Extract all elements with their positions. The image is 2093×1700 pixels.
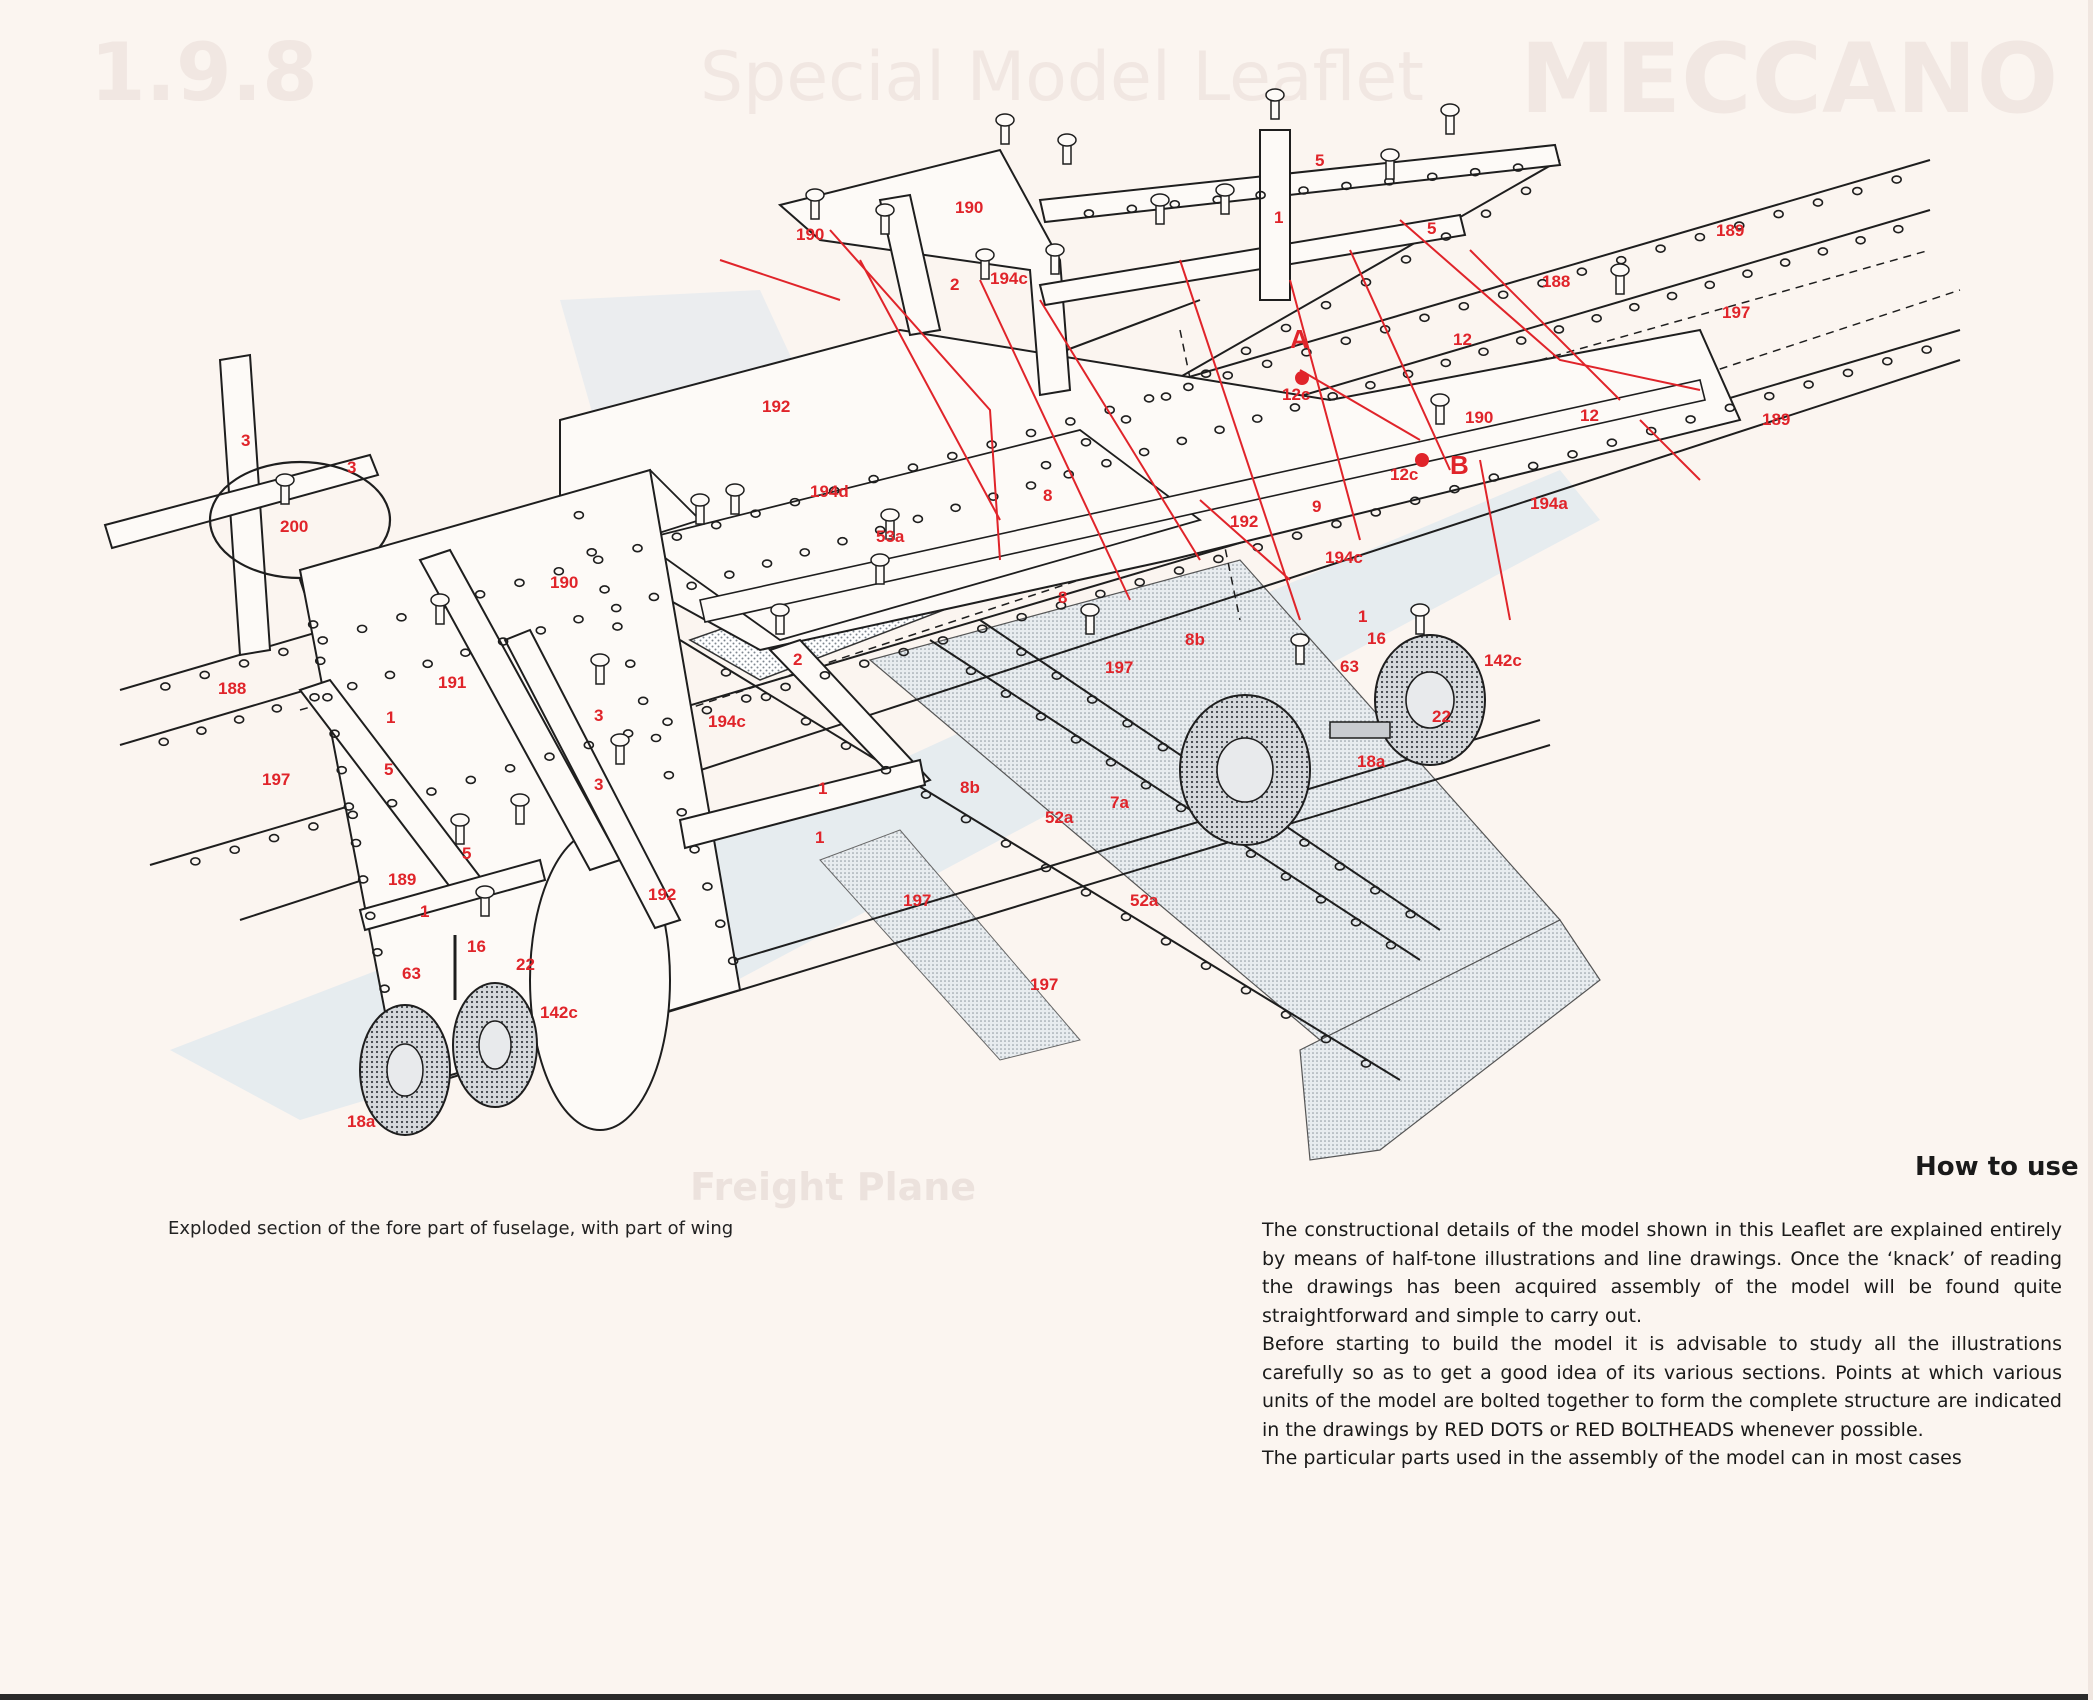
bracing-strips: [298, 548, 932, 932]
letterhead-brand: MECCANO: [1520, 23, 2058, 135]
part-label: 197: [1030, 975, 1058, 994]
part-label: 1: [818, 779, 827, 798]
part-label: 9: [1312, 497, 1321, 516]
part-label: 1: [420, 902, 429, 921]
part-label: 52a: [1130, 891, 1159, 910]
fuselage-cylinder: [298, 468, 742, 1131]
part-label: 8b: [1185, 630, 1205, 649]
bolt-heads: [275, 88, 1630, 917]
part-label: 197: [262, 770, 290, 789]
part-label: 192: [1230, 512, 1258, 531]
part-label: 1: [1274, 208, 1283, 227]
red-bolt-dot-b: [1415, 453, 1429, 467]
part-label: 3: [241, 431, 250, 450]
part-label: 3: [594, 775, 603, 794]
how-to-use-paragraph: Before starting to build the model it is…: [1262, 1333, 2062, 1441]
red-assembly-lines: [719, 219, 1701, 621]
part-label: 188: [218, 679, 246, 698]
figure-caption: Exploded section of the fore part of fus…: [168, 1218, 734, 1239]
how-to-use-paragraph: The particular parts used in the assembl…: [1262, 1447, 1962, 1469]
part-label: 194c: [708, 712, 746, 731]
part-label: 12c: [1282, 385, 1310, 404]
part-label: 8b: [960, 778, 980, 797]
letterhead-subtitle: Special Model Leaflet: [700, 38, 1424, 117]
part-label: 52a: [1045, 808, 1074, 827]
part-label: 190: [796, 225, 824, 244]
part-label: 197: [1722, 303, 1750, 322]
part-label: 188: [1542, 272, 1570, 291]
part-label: 189: [1716, 221, 1744, 240]
part-label: 5: [1315, 151, 1324, 170]
part-label: 8: [1058, 588, 1067, 607]
part-label: 189: [1762, 410, 1790, 429]
part-label: 1: [815, 828, 824, 847]
part-label: 63: [402, 964, 421, 983]
background-model-title: Freight Plane: [690, 1165, 976, 1209]
letterhead-number: 1.9.8: [90, 26, 318, 119]
stippled-panel-bottom: [1299, 919, 1601, 1161]
part-number-labels: 190 190 190 190 192 192 192 194d 194c 19…: [218, 151, 1790, 1131]
part-label: 190: [1465, 408, 1493, 427]
part-label: 200: [280, 517, 308, 536]
part-label: 190: [550, 573, 578, 592]
part-label: 194c: [1325, 548, 1363, 567]
part-label: 18a: [1357, 752, 1386, 771]
part-label: 22: [516, 955, 535, 974]
part-label: 142c: [1484, 651, 1522, 670]
part-label: 5: [462, 844, 471, 863]
part-label: 5: [1427, 219, 1436, 238]
part-label: 192: [762, 397, 790, 416]
part-label: 5: [384, 760, 393, 779]
part-label: 190: [955, 198, 983, 217]
part-label: 7a: [1110, 793, 1129, 812]
part-label: 18a: [347, 1112, 376, 1131]
how-to-use-paragraph: The constructional details of the model …: [1262, 1219, 2062, 1327]
part-label: 1: [1358, 607, 1367, 626]
part-label: 192: [648, 885, 676, 904]
part-label: 12c: [1390, 465, 1418, 484]
part-label: 3: [347, 458, 356, 477]
part-label: 1: [386, 708, 395, 727]
part-label: 194c: [990, 269, 1028, 288]
perforation-holes: [158, 163, 1932, 1068]
part-label: 63: [1340, 657, 1359, 676]
part-label: 2: [793, 650, 802, 669]
part-label: 189: [388, 870, 416, 889]
part-label: 12: [1580, 406, 1599, 425]
part-label: 2: [950, 275, 959, 294]
page-bottom-edge: [0, 1694, 2093, 1700]
part-label: 8: [1043, 486, 1052, 505]
red-bolt-dot-a: [1295, 371, 1309, 385]
part-label: 197: [903, 891, 931, 910]
part-label: 142c: [540, 1003, 578, 1022]
part-label: 194d: [810, 482, 849, 501]
how-to-use-body: The constructional details of the model …: [1262, 1216, 2062, 1473]
part-label: 191: [438, 673, 466, 692]
part-label: 16: [467, 937, 486, 956]
part-label: 194a: [1530, 494, 1568, 513]
part-label: 3: [594, 706, 603, 725]
how-to-use-heading: How to use: [1915, 1152, 2079, 1182]
landing-gear-right: [1179, 634, 1486, 846]
part-label: 53a: [876, 527, 905, 546]
part-label: 22: [1432, 707, 1451, 726]
landing-gear-left: [359, 935, 538, 1136]
part-label: 12: [1453, 330, 1472, 349]
part-label: 197: [1105, 658, 1133, 677]
stippled-panel-keel: [819, 829, 1081, 1061]
part-label: 16: [1367, 629, 1386, 648]
reference-mark-a: A: [1290, 324, 1309, 354]
page-right-edge: [2088, 0, 2093, 1700]
reference-mark-b: B: [1450, 450, 1469, 480]
